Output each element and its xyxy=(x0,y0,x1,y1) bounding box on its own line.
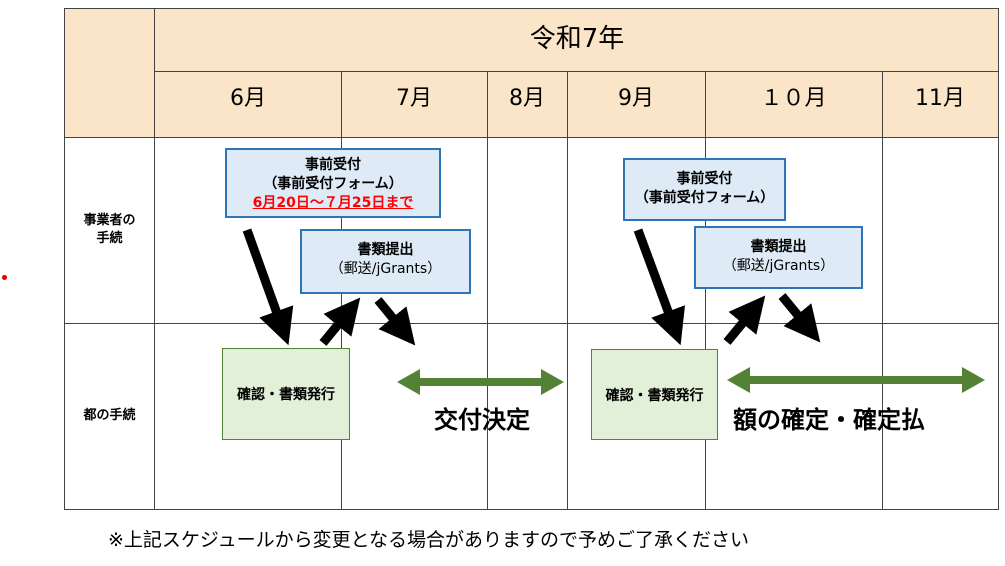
month-sep: 9月 xyxy=(618,86,654,111)
grid-line-top xyxy=(64,8,999,9)
grid-line-jul-aug xyxy=(487,71,488,510)
pre-reception-form-2: （事前受付フォーム） xyxy=(634,190,775,206)
grid-line-label xyxy=(154,8,155,510)
confirm-issue-box-1: 確認・書類発行 xyxy=(222,348,350,440)
grant-decision-label: 交付決定 xyxy=(434,406,530,434)
grid-line-row xyxy=(64,323,999,324)
arrow-down-2 xyxy=(633,228,686,346)
pre-reception-period-1: 6月20日～７月25日まで xyxy=(252,195,414,211)
pre-reception-title-1: 事前受付 xyxy=(305,157,361,173)
grid-line-left xyxy=(64,8,65,510)
grid-line-sep-oct xyxy=(705,71,706,510)
arrow-down-1 xyxy=(242,228,294,346)
amount-confirmation-arrow xyxy=(727,367,985,393)
grid-line-right xyxy=(998,8,999,510)
month-jun: 6月 xyxy=(230,86,266,111)
red-dot-mark xyxy=(2,275,7,280)
confirm-issue-box-2: 確認・書類発行 xyxy=(591,349,718,440)
schedule-note: ※上記スケジュールから変更となる場合がありますので予めご了承ください xyxy=(108,529,750,551)
row-label-business: 事業者の 手続 xyxy=(83,213,136,246)
submission-method-1: （郵送/jGrants） xyxy=(329,261,442,277)
grid-line-oct-nov xyxy=(882,71,883,510)
submission-box-1: 書類提出 （郵送/jGrants） xyxy=(300,229,471,294)
submission-title-2: 書類提出 xyxy=(750,239,807,255)
year-label: 令和7年 xyxy=(529,24,625,54)
grid-line-aug-sep xyxy=(567,71,568,510)
grid-line-bottom xyxy=(64,509,999,510)
arrow-up-2 xyxy=(723,295,766,345)
arrow-right-down-2 xyxy=(778,293,821,343)
header-corner-cell xyxy=(64,8,155,137)
month-nov: 11月 xyxy=(915,86,965,111)
pre-reception-box-2: 事前受付 （事前受付フォーム） xyxy=(623,158,786,221)
submission-method-2: （郵送/jGrants） xyxy=(722,258,835,274)
month-oct: １０月 xyxy=(760,86,827,111)
month-jul: 7月 xyxy=(396,86,432,111)
grid-line-year xyxy=(155,71,999,72)
submission-title-1: 書類提出 xyxy=(357,242,414,258)
pre-reception-box-1: 事前受付 （事前受付フォーム） 6月20日～７月25日まで xyxy=(225,148,441,218)
row-label-metro: 都の手続 xyxy=(83,408,136,423)
grid-line-header xyxy=(64,137,999,138)
pre-reception-title-2: 事前受付 xyxy=(676,171,733,187)
grant-decision-arrow xyxy=(397,369,564,395)
pre-reception-form-1: （事前受付フォーム） xyxy=(263,176,403,192)
header-year-row xyxy=(155,8,999,71)
amount-confirmation-label: 額の確定・確定払 xyxy=(733,406,925,434)
header-month-row xyxy=(155,71,999,137)
month-aug: 8月 xyxy=(509,86,545,111)
arrow-right-down-1 xyxy=(374,297,416,346)
submission-box-2: 書類提出 （郵送/jGrants） xyxy=(694,226,863,289)
arrow-up-1 xyxy=(319,297,361,346)
